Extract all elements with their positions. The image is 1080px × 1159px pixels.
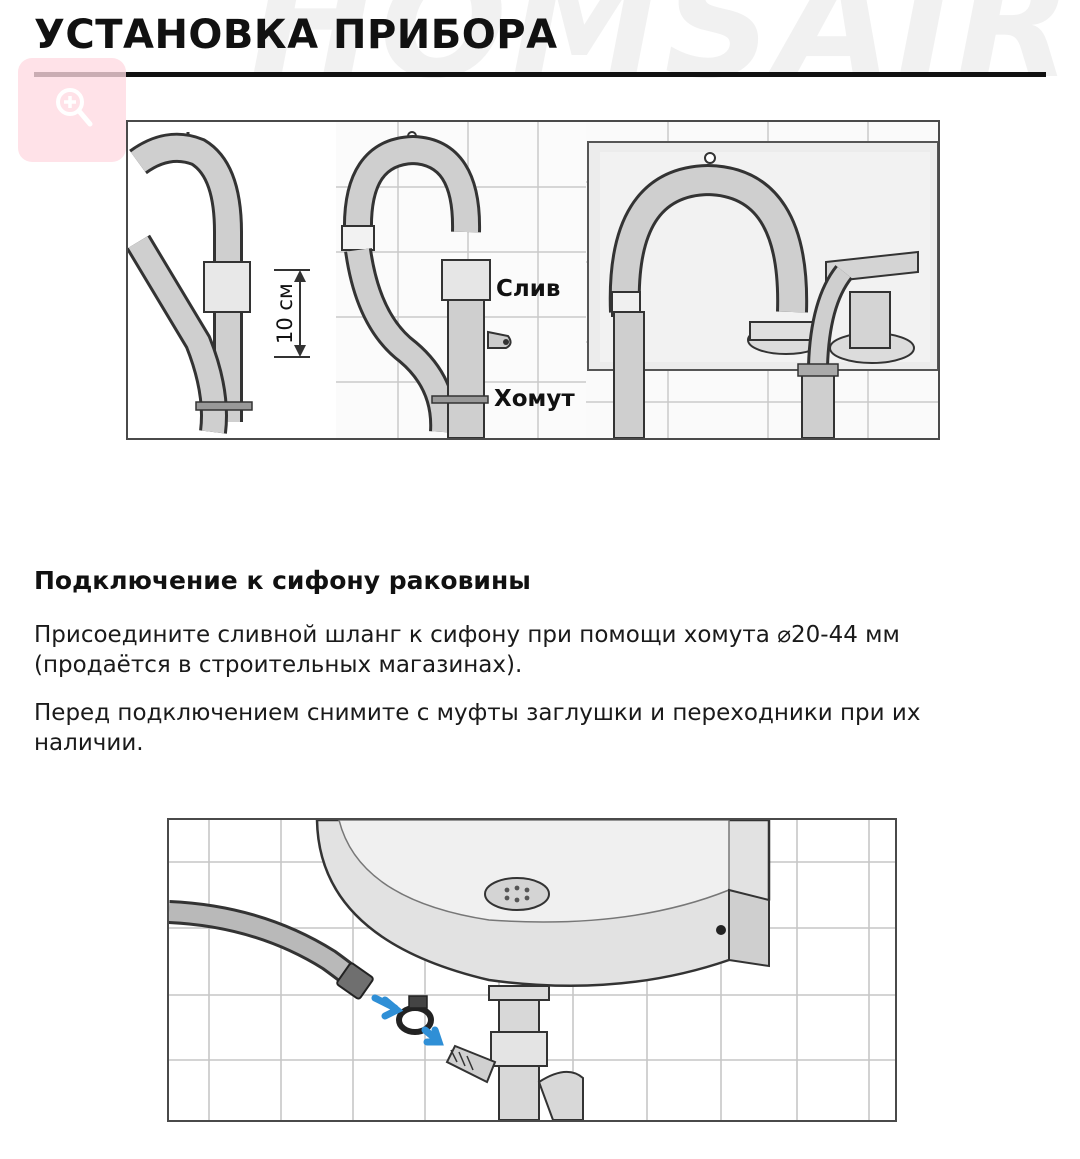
page-title: УСТАНОВКА ПРИБОРА (34, 12, 558, 58)
hose-clamp (396, 995, 434, 1035)
section-heading: Подключение к сифону раковины (34, 566, 531, 595)
sink-basin (315, 820, 771, 988)
title-underline (34, 72, 1046, 77)
clamp-label: Хомут (494, 386, 575, 412)
hose-installation-figure: 10 см Слив Хомут (126, 120, 940, 440)
panel-drain-clamp: Слив Хомут (336, 122, 594, 438)
panel-faucet-hose (586, 122, 938, 438)
drain-label: Слив (496, 276, 560, 302)
connection-arrows (371, 994, 444, 1046)
drain-hose (169, 900, 374, 1000)
sink-siphon-figure (167, 818, 897, 1122)
zoom-in-icon (56, 88, 93, 127)
instruction-paragraph-1: Присоедините сливной шланг к сифону при … (34, 622, 900, 678)
sink-siphon-illustration (169, 820, 895, 1120)
instruction-paragraph-2: Перед подключением снимите с муфты заглу… (34, 700, 921, 756)
measure-label: 10 см (273, 283, 297, 344)
panel-hose-hook-measure: 10 см (128, 132, 310, 434)
siphon-pipe (445, 985, 584, 1120)
zoom-button[interactable] (18, 58, 126, 162)
brand-watermark: HOMSAIR (250, 0, 1076, 112)
hose-installation-illustration: 10 см Слив Хомут (128, 122, 938, 438)
